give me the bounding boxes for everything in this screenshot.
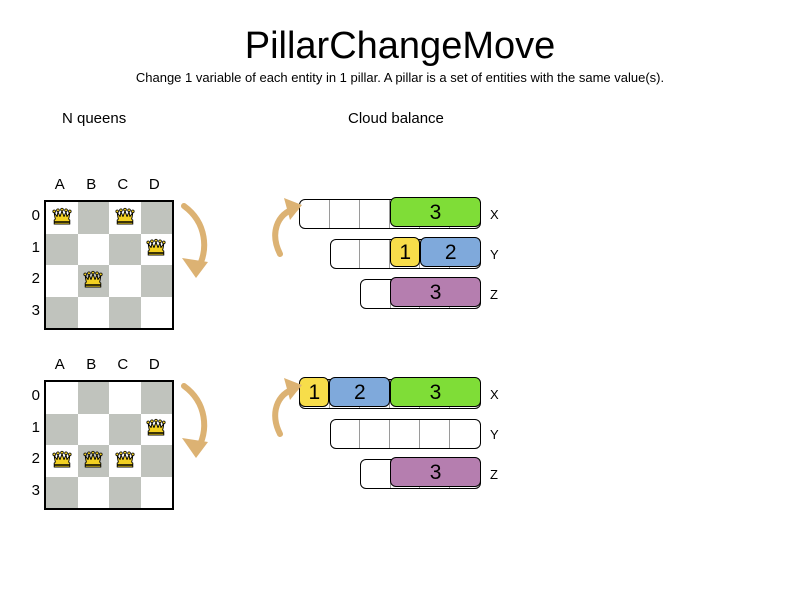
board-row-label-3: 3 [31, 481, 40, 499]
computer-label-x-after: X [490, 387, 499, 402]
board-cell-C1[interactable] [109, 413, 141, 445]
board-cell-D1[interactable] [140, 413, 172, 445]
computer-label-z-before: Z [490, 287, 498, 302]
capacity-cell [361, 460, 391, 488]
board-cell-B2[interactable] [77, 265, 109, 297]
capacity-cell [450, 420, 480, 448]
board-cell-D3[interactable] [140, 476, 172, 508]
capacity-cell [361, 280, 391, 308]
board-cell-C2[interactable] [109, 265, 141, 297]
board-row-label-0: 0 [31, 387, 40, 404]
computer-label-x-before: X [490, 207, 499, 222]
process-segment-3[interactable]: 3 [390, 197, 481, 228]
board-cell-D3[interactable] [140, 296, 172, 328]
chessboard-grid [44, 200, 174, 330]
board-cell-C2[interactable] [109, 445, 141, 477]
process-segment-3[interactable]: 3 [390, 457, 481, 488]
board-cell-A0[interactable] [46, 202, 78, 234]
board-cell-B3[interactable] [77, 476, 109, 508]
board-cell-C1[interactable] [109, 233, 141, 265]
board-cell-B1[interactable] [77, 233, 109, 265]
board-cell-D1[interactable] [140, 233, 172, 265]
cloud-move-arrow [272, 198, 302, 257]
process-segment-2[interactable]: 2 [420, 237, 481, 268]
capacity-cell [420, 420, 451, 448]
board-cell-A3[interactable] [46, 296, 78, 328]
nqueens-move-arrow-2 [181, 383, 208, 458]
board-cell-A1[interactable] [46, 413, 78, 445]
board-column-label-d: D [148, 176, 160, 193]
board-column-label-b: B [86, 356, 97, 373]
capacity-cell [330, 200, 361, 228]
computer-label-y-before: Y [490, 247, 499, 262]
board-cell-B0[interactable] [77, 202, 109, 234]
queen-icon [115, 207, 135, 225]
board-cell-B1[interactable] [77, 413, 109, 445]
board-column-label-c: C [117, 356, 129, 373]
board-row-label-1: 1 [31, 418, 40, 436]
board-row-label-2: 2 [31, 450, 40, 467]
board-cell-A2[interactable] [46, 265, 78, 297]
board-cell-B0[interactable] [77, 382, 109, 414]
section-header-nqueens: N queens [62, 110, 127, 127]
computer-bar-x-before[interactable]: 3 [299, 197, 481, 229]
board-cell-D2[interactable] [140, 265, 172, 297]
nqueens-move-arrow [181, 203, 208, 278]
computer-label-z-after: Z [490, 467, 498, 482]
board-row-label-1: 1 [31, 238, 40, 256]
board-column-label-d: D [148, 356, 160, 373]
board-column-label-a: A [54, 176, 65, 193]
capacity-cell [360, 200, 391, 228]
queen-icon [52, 207, 72, 225]
process-segment-3[interactable]: 3 [390, 377, 481, 408]
board-row-label-2: 2 [31, 270, 40, 287]
queen-icon [115, 450, 135, 468]
board-cell-D2[interactable] [140, 445, 172, 477]
board-cell-A0[interactable] [46, 382, 78, 414]
board-cell-D0[interactable] [140, 202, 172, 234]
capacity-cell [360, 420, 391, 448]
cloud-move-arrow-2 [272, 378, 302, 437]
queen-icon [146, 239, 166, 256]
board-row-label-3: 3 [31, 301, 40, 319]
capacity-cell [360, 240, 391, 268]
process-segment-1[interactable]: 1 [390, 237, 421, 268]
capacity-cell [331, 240, 361, 268]
queen-icon [83, 450, 103, 468]
computer-bar-z-after[interactable]: 3 [359, 457, 481, 489]
board-cell-B3[interactable] [77, 296, 109, 328]
board-column-label-a: A [54, 356, 65, 373]
board-column-label-b: B [86, 176, 97, 193]
board-cell-C0[interactable] [109, 202, 141, 234]
board-cell-A1[interactable] [46, 233, 78, 265]
queen-icon [83, 270, 103, 288]
computer-capacity-track [329, 419, 481, 449]
board-cell-B2[interactable] [77, 445, 109, 477]
chessboard-grid [44, 380, 174, 510]
queen-icon [52, 450, 72, 468]
process-segment-2[interactable]: 2 [329, 377, 391, 408]
capacity-cell [300, 200, 331, 228]
board-row-label-0: 0 [31, 207, 40, 224]
board-cell-C0[interactable] [109, 382, 141, 414]
process-segment-1[interactable]: 1 [299, 377, 330, 408]
section-header-cloud-balance: Cloud balance [348, 110, 444, 127]
board-cell-C3[interactable] [109, 476, 141, 508]
computer-label-y-after: Y [490, 427, 499, 442]
board-cell-D0[interactable] [140, 382, 172, 414]
computer-bar-y-after[interactable] [329, 419, 481, 449]
board-cell-A2[interactable] [46, 445, 78, 477]
capacity-cell [331, 420, 361, 448]
board-column-label-c: C [117, 176, 129, 193]
queen-icon [146, 419, 166, 436]
page-title: PillarChangeMove [244, 25, 556, 67]
page-subtitle: Change 1 variable of each entity in 1 pi… [135, 70, 665, 85]
board-cell-A3[interactable] [46, 476, 78, 508]
board-cell-C3[interactable] [109, 296, 141, 328]
capacity-cell [390, 420, 421, 448]
process-segment-3[interactable]: 3 [390, 277, 481, 308]
computer-bar-z-before[interactable]: 3 [359, 277, 481, 309]
